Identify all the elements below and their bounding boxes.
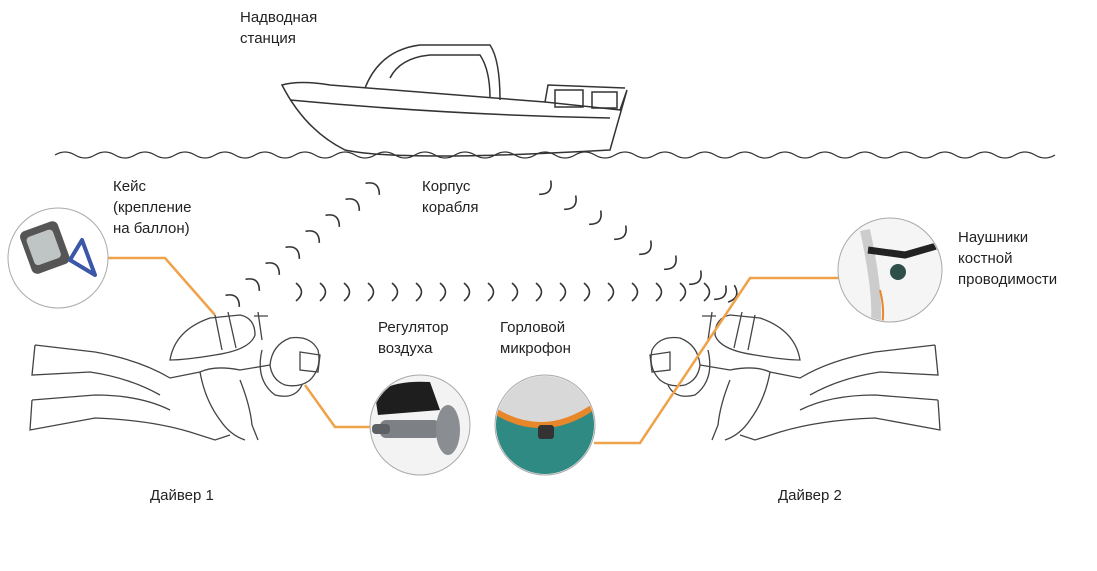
- wave-arc: [487, 282, 495, 302]
- wave-arc: [679, 282, 687, 302]
- regulator-photo: [369, 374, 471, 476]
- diver-2-illustration: [649, 311, 941, 441]
- label-ship-hull: Корпус корабля: [422, 176, 479, 218]
- wave-arc: [365, 182, 381, 195]
- throat-mic-photo: [494, 374, 596, 476]
- label-line: Регулятор: [378, 319, 449, 336]
- wave-arc: [631, 282, 639, 302]
- wave-arc: [463, 282, 471, 302]
- bone-headphones-photo: [837, 217, 943, 323]
- wave-arc: [319, 282, 327, 302]
- connector-throat-mic: [594, 276, 839, 445]
- label-line: на баллон): [113, 220, 190, 237]
- wave-arc: [245, 278, 261, 291]
- label-line: микрофон: [500, 340, 571, 357]
- wave-arc: [727, 284, 738, 303]
- wave-arc: [391, 282, 399, 302]
- wave-arc: [564, 195, 577, 211]
- wave-arc: [325, 214, 341, 227]
- wave-arc: [689, 270, 702, 286]
- label-throat-mic: Горловой микрофон: [500, 317, 571, 359]
- wave-arc: [714, 285, 727, 301]
- wave-arc: [345, 198, 361, 211]
- water-surface: [54, 151, 1056, 159]
- wave-arc: [614, 225, 627, 241]
- wave-arc: [295, 282, 303, 302]
- wave-arc: [639, 240, 652, 256]
- wave-arc: [535, 282, 543, 302]
- wave-arc: [655, 282, 663, 302]
- label-line: воздуха: [378, 340, 433, 357]
- wave-arc: [583, 282, 591, 302]
- label-line: костной: [958, 250, 1013, 267]
- label-line: станция: [240, 30, 296, 47]
- wave-arc: [265, 262, 281, 275]
- wave-arc: [607, 282, 615, 302]
- diver-1-illustration: [29, 311, 321, 441]
- label-diver-2: Дайвер 2: [778, 487, 842, 504]
- label-bone-headphones: Наушники костной проводимости: [958, 227, 1057, 290]
- label-line: Горловой: [500, 319, 566, 336]
- label-line: (крепление: [113, 199, 192, 216]
- wave-arc: [225, 294, 241, 307]
- wave-arc: [415, 282, 423, 302]
- label-diver-1: Дайвер 1: [150, 487, 214, 504]
- label-surface-station: Надводная станция: [240, 7, 317, 49]
- wave-arc: [589, 210, 602, 226]
- wave-arc: [305, 230, 321, 243]
- label-line: Корпус: [422, 178, 471, 195]
- wave-arc: [439, 282, 447, 302]
- label-regulator: Регулятор воздуха: [378, 317, 449, 359]
- wave-arc: [511, 282, 519, 302]
- label-line: Кейс: [113, 178, 146, 195]
- wave-arc: [539, 180, 552, 196]
- label-case: Кейс (крепление на баллон): [113, 176, 191, 239]
- wave-arc: [703, 282, 711, 302]
- wave-arc: [367, 282, 375, 302]
- wave-arc: [285, 246, 301, 259]
- label-line: корабля: [422, 199, 479, 216]
- connector-regulator: [303, 384, 371, 429]
- label-line: проводимости: [958, 271, 1058, 288]
- label-line: Наушники: [958, 229, 1029, 246]
- boat-illustration: [280, 44, 628, 157]
- wave-arc: [343, 282, 351, 302]
- acoustic-signal-waves: [225, 180, 738, 307]
- connector-case: [108, 256, 216, 316]
- case-photo: [7, 207, 109, 309]
- label-line: Надводная: [240, 9, 318, 26]
- wave-arc: [559, 282, 567, 302]
- wave-arc: [664, 255, 677, 271]
